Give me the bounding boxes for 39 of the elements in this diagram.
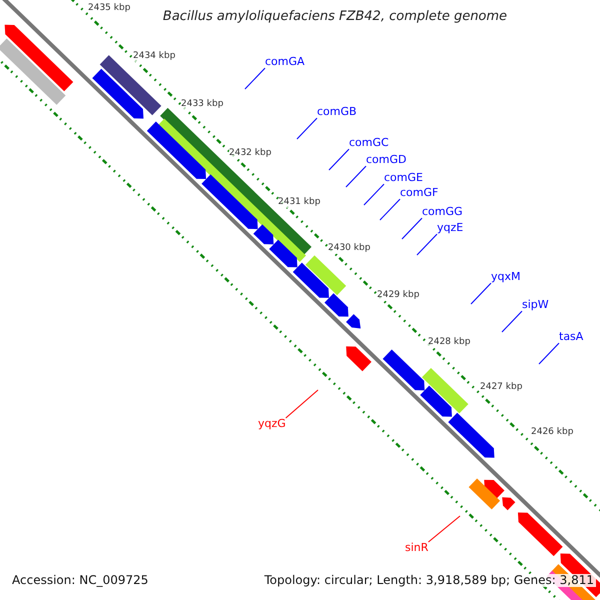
scale-label: 2429 kbp — [377, 291, 420, 301]
scale-label: 2433 kbp — [181, 100, 224, 110]
gene-label: yqzE — [437, 222, 464, 234]
gene-label: comGG — [422, 206, 463, 218]
leader-line — [416, 234, 438, 256]
leader-line — [402, 218, 422, 240]
gene-label: comGB — [317, 106, 357, 118]
title: Bacillus amyloliquefaciens FZB42, complete genome — [162, 10, 508, 24]
leader-line — [470, 282, 492, 304]
leader-line — [346, 166, 366, 188]
leader-line — [285, 390, 318, 418]
scale-label: 2431 kbp — [278, 198, 320, 208]
scale-label: 2427 kbp — [480, 383, 522, 393]
gene-label: yqxM — [491, 271, 520, 284]
gene-label: yqzG — [258, 418, 286, 430]
gene-label: tasA — [559, 331, 584, 344]
scale-label: 2428 kbp — [428, 338, 470, 348]
gene-label: comGA — [265, 56, 305, 68]
leader-line — [364, 184, 384, 206]
leader-line — [502, 310, 522, 332]
gene-label: comGC — [349, 137, 389, 150]
footer-note: Topology: circular; Length: 3,918,589 bp; Genes: 3,811 — [262, 574, 596, 588]
scale-label: 2434 kbp — [133, 52, 176, 62]
gene-label: comGD — [366, 154, 406, 166]
gene-label: comGE — [384, 172, 423, 184]
leader-line — [428, 516, 460, 542]
footer-note: Accession: NC_009725 — [10, 574, 150, 588]
scale-label: 2435 kbp — [88, 4, 130, 14]
leader-line — [296, 118, 318, 140]
scale-label: 2430 kbp — [328, 244, 370, 254]
leader-line — [328, 148, 350, 170]
scale-label: 2426 kbp — [531, 428, 574, 438]
leader-line — [244, 68, 266, 90]
scale-label: 2432 kbp — [229, 149, 272, 159]
leader-line — [538, 342, 560, 364]
leader-line — [380, 198, 400, 220]
gene-label: sipW — [522, 299, 549, 312]
gene-label: sinR — [405, 542, 428, 554]
gene-label: comGF — [400, 187, 438, 200]
